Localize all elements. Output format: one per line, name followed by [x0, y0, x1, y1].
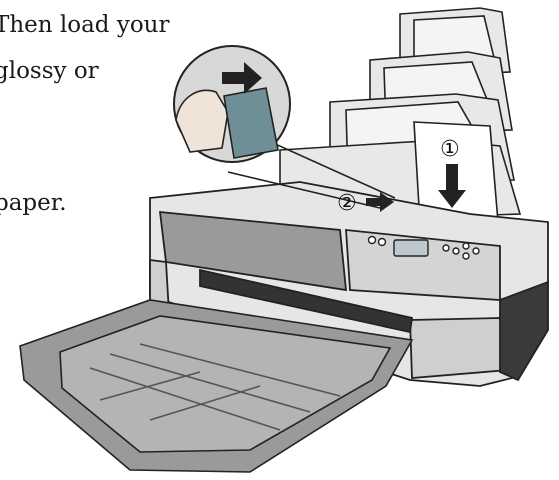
callout-step-1: ①	[440, 137, 460, 162]
callout-step-2: ②	[337, 191, 357, 216]
